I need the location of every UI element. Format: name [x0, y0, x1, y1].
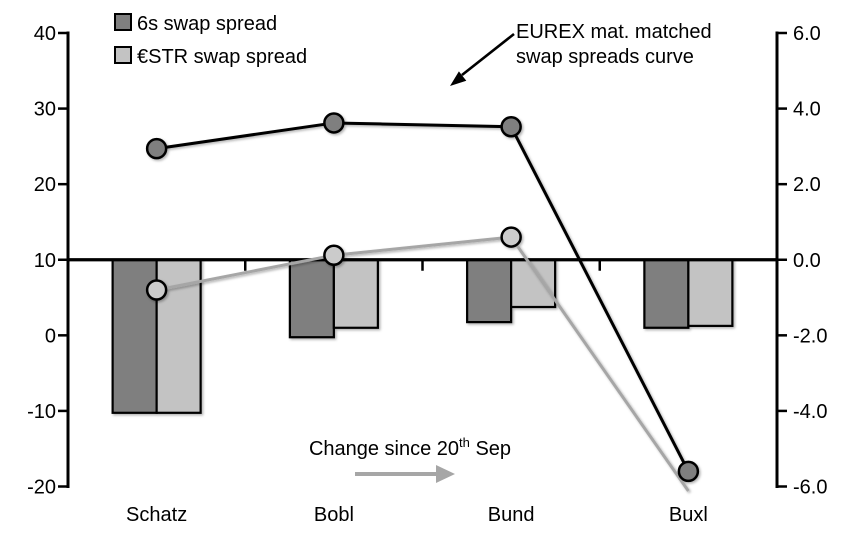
legend-label-estr-swap-spread: €STR swap spread — [137, 46, 307, 68]
legend-swatch-6s-swap-spread — [114, 13, 132, 31]
change-annotation-label: Change since 20th Sep — [309, 435, 511, 460]
category-label-bobl: Bobl — [314, 504, 354, 526]
bar-6s-swap-spread-buxl — [643, 258, 690, 329]
left-axis-tick-label: -10 — [27, 401, 56, 423]
bar-str-swap-spread-bobl — [332, 258, 379, 329]
marker-6s-swap-spread-curve-eurex-mat-matched-buxl — [677, 460, 700, 483]
line-6s-swap-spread-curve-eurex-mat-matched — [156, 121, 690, 473]
marker-6s-swap-spread-curve-eurex-mat-matched-bund — [500, 115, 522, 138]
legend-label-6s-swap-spread: 6s swap spread — [137, 13, 277, 35]
left-axis-tick-label: 30 — [34, 99, 56, 121]
line-series-layer — [145, 112, 700, 492]
curve-annotation-line1: EUREX mat. matched — [516, 21, 712, 43]
line-str-swap-spread-curve-eurex-mat-matched — [156, 235, 690, 492]
change-annotation: Change since 20th Sep — [309, 435, 511, 483]
bar-6s-swap-spread-bobl — [288, 258, 335, 339]
left-axis-tick-label: 20 — [34, 174, 56, 196]
right-axis-tick-label: 4.0 — [793, 99, 821, 121]
change-arrow-icon — [436, 465, 455, 483]
right-axis-tick-label: -6.0 — [793, 477, 827, 499]
curve-annotation-line2: swap spreads curve — [516, 46, 694, 68]
bar-series-layer — [111, 258, 734, 414]
change-annotation-prefix: Change since 20 — [309, 438, 459, 460]
bar-6s-swap-spread-bund — [466, 258, 513, 324]
change-annotation-superscript: th — [459, 435, 470, 450]
right-axis-tick-label: 0.0 — [793, 250, 821, 272]
category-label-schatz: Schatz — [126, 504, 187, 526]
curve-annotation-arrow-line — [461, 32, 515, 77]
marker-str-swap-spread-curve-eurex-mat-matched-bobl — [323, 244, 345, 266]
axes-layer — [58, 31, 787, 488]
marker-6s-swap-spread-curve-eurex-mat-matched-bobl — [323, 112, 345, 134]
legend: 6s swap spread €STR swap spread — [114, 13, 307, 68]
category-label-buxl: Buxl — [669, 504, 708, 526]
legend-swatch-estr-swap-spread — [114, 46, 132, 64]
right-axis-tick-label: 6.0 — [793, 23, 821, 45]
right-axis-tick-label: 2.0 — [793, 174, 821, 196]
left-axis-tick-label: 0 — [45, 325, 56, 347]
axis-labels-layer: 403020100-10-206.04.02.00.0-2.0-4.0-6.0S… — [27, 23, 827, 526]
bar-str-swap-spread-buxl — [687, 258, 734, 327]
curve-annotation-arrowhead-icon — [450, 71, 467, 86]
marker-str-swap-spread-curve-eurex-mat-matched-schatz — [145, 279, 168, 301]
marker-str-swap-spread-curve-eurex-mat-matched-bund — [500, 226, 522, 248]
right-axis-tick-label: -4.0 — [793, 401, 827, 423]
curve-annotation: EUREX mat. matched swap spreads curve — [450, 21, 712, 86]
left-axis-tick-label: 10 — [34, 250, 56, 272]
right-axis-tick-label: -2.0 — [793, 325, 827, 347]
change-annotation-suffix: Sep — [470, 438, 511, 460]
left-axis-tick-label: -20 — [27, 477, 56, 499]
marker-6s-swap-spread-curve-eurex-mat-matched-schatz — [145, 137, 168, 160]
category-label-bund: Bund — [488, 504, 535, 526]
left-axis-tick-label: 40 — [34, 23, 56, 45]
